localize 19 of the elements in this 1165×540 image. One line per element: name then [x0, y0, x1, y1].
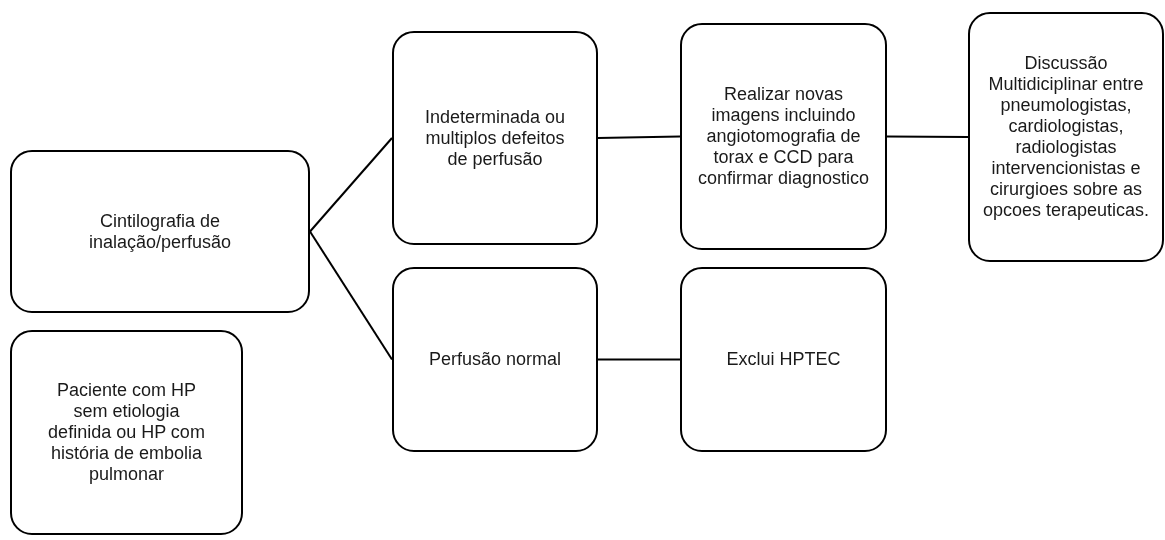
process-box — [10, 330, 243, 535]
process-box — [968, 12, 1164, 262]
box-text: Paciente com HP sem etiologia definida ou HP com história de embolia pulmonar — [47, 380, 206, 485]
box-text: Indeterminada ou multiplos defeitos de perfusão — [423, 106, 567, 170]
process-box — [392, 31, 598, 245]
connector-line — [597, 358, 681, 361]
process-box — [10, 150, 310, 313]
box-text: Discussão Multidiciplinar entre pneumologistas, cardiologistas, radiologistas intervencionistas e cirurgioes sobre as opcoes terapeuticas. — [981, 53, 1151, 221]
connector-line — [309, 137, 393, 233]
box-text: Cintilografia de inalação/perfusão — [88, 210, 232, 253]
box-text: Perfusão normal — [428, 349, 562, 370]
connector-line — [886, 135, 969, 138]
process-box — [680, 23, 887, 250]
box-text: Realizar novas imagens incluindo angiotomografia de torax e CCD para confirmar diagnostico — [696, 84, 871, 189]
connector-line — [597, 135, 681, 139]
connector-line — [309, 230, 393, 361]
process-box — [392, 267, 598, 452]
process-box — [680, 267, 887, 452]
box-text: Exclui HPTEC — [726, 349, 841, 370]
